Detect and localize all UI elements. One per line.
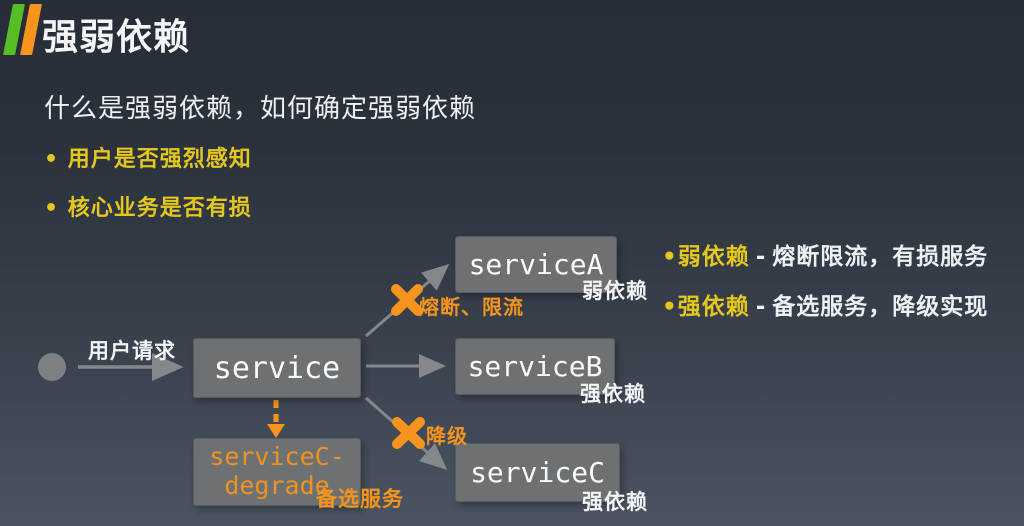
node-serviceC: serviceC <box>455 443 620 502</box>
tag-serviceA-weak: 弱依赖 <box>582 279 648 303</box>
criteria-bullet-user-perception: • 用户是否强烈感知 <box>44 147 252 172</box>
node-serviceC-degrade: serviceC- degrade <box>193 438 361 506</box>
tag-degrade-backup: 备选服务 <box>316 487 404 511</box>
degrade-label-line2: degrade <box>224 471 330 500</box>
x-mark-downgrade-icon <box>392 417 425 449</box>
page-title: 强弱依赖 <box>42 17 191 58</box>
legend-separator: - <box>755 294 767 320</box>
slide-subtitle: 什么是强弱依赖，如何确定强弱依赖 <box>44 94 477 124</box>
edge-label-user-request: 用户请求 <box>88 339 176 363</box>
edge-label-circuit-break: 熔断、限流 <box>419 295 524 319</box>
node-service: service <box>193 338 361 398</box>
x-mark-circuit-break-icon <box>391 284 423 316</box>
edge-label-downgrade: 降级 <box>426 424 468 448</box>
legend-term: 弱依赖 <box>677 244 750 270</box>
legend-description: 备选服务，降级实现 <box>772 294 989 320</box>
entry-node-circle <box>38 353 66 381</box>
legend-bullet: • <box>662 244 678 270</box>
tag-serviceC-strong: 强依赖 <box>582 490 648 514</box>
tag-serviceB-strong: 强依赖 <box>580 382 646 406</box>
legend-bullet: • <box>662 294 678 320</box>
legend-description: 熔断限流，有损服务 <box>772 244 989 270</box>
degrade-label-line1: serviceC- <box>209 442 345 472</box>
legend-strong-dependency: •强依赖-备选服务，降级实现 <box>662 287 988 321</box>
legend-separator: - <box>755 244 767 270</box>
node-serviceB: serviceB <box>455 338 615 395</box>
node-serviceA: serviceA <box>455 236 617 293</box>
legend-weak-dependency: •弱依赖-熔断限流，有损服务 <box>662 237 988 271</box>
edge-degrade-arrowhead <box>267 424 285 438</box>
criteria-bullet-core-business: • 核心业务是否有损 <box>44 196 252 221</box>
legend-term: 强依赖 <box>677 294 750 320</box>
